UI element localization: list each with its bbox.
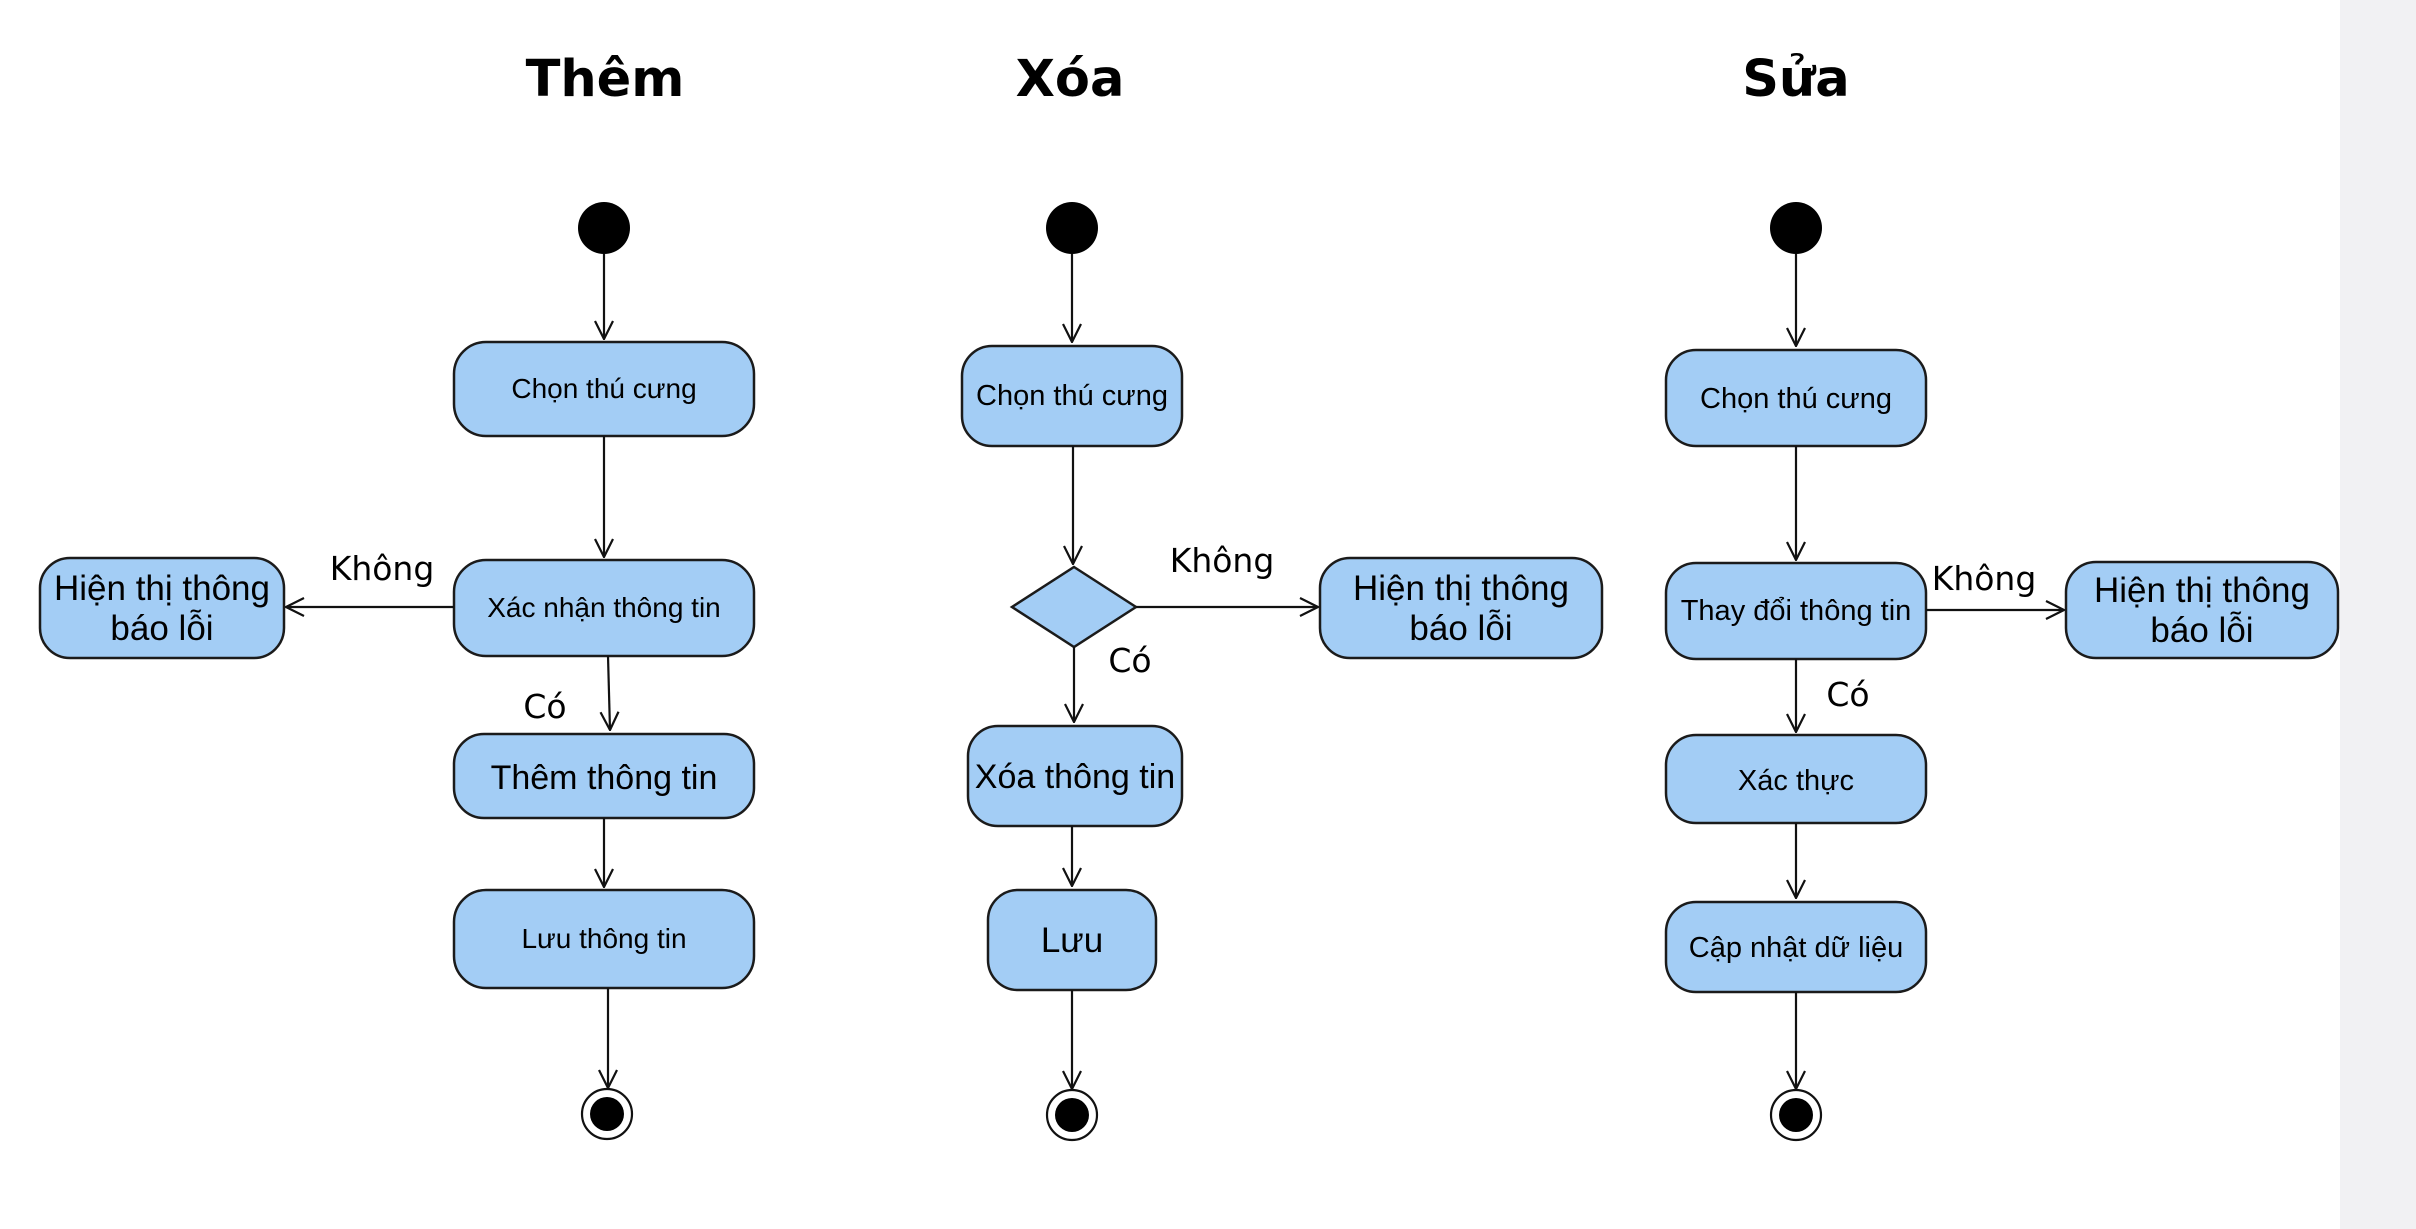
add-node-save-info[interactable]: Lưu thông tin: [452, 888, 756, 990]
delete-flow: Chọn thú cưng Không Hiện thị thông báo l…: [960, 202, 1604, 1142]
delete-error-label-line2: báo lỗi: [1409, 609, 1512, 648]
edit-node-update-data[interactable]: Cập nhật dữ liệu: [1664, 900, 1928, 994]
add-initial-node: [578, 202, 630, 254]
add-edge-label-no: Không: [330, 549, 435, 588]
edit-edge-label-no: Không: [1932, 559, 2037, 598]
edit-node-verify[interactable]: Xác thực: [1664, 733, 1928, 825]
edit-select-pet-label: Chọn thú cưng: [1700, 383, 1892, 415]
delete-select-pet-label: Chọn thú cưng: [976, 380, 1168, 412]
canvas-side-panel: [2340, 0, 2416, 1229]
add-edge-label-yes: Có: [523, 687, 566, 726]
delete-error-label-line1: Hiện thị thông: [1353, 569, 1569, 608]
edit-change-info-label: Thay đổi thông tin: [1681, 595, 1912, 627]
delete-edge-label-no: Không: [1170, 541, 1275, 580]
title-add: Thêm: [526, 50, 685, 109]
add-final-node: [580, 1087, 634, 1141]
add-add-info-label: Thêm thông tin: [491, 759, 718, 797]
add-error-label-line2: báo lỗi: [110, 609, 213, 648]
delete-node-select-pet[interactable]: Chọn thú cưng: [960, 344, 1184, 448]
delete-node-delete-info[interactable]: Xóa thông tin: [966, 724, 1184, 828]
activity-diagram: Thêm Xóa Sửa Chọn thú cưng Xác nhận thôn…: [38, 50, 2340, 1142]
delete-save-label: Lưu: [1041, 921, 1103, 960]
delete-delete-info-label: Xóa thông tin: [975, 758, 1175, 796]
edit-error-label-line2: báo lỗi: [2150, 611, 2253, 650]
delete-node-error[interactable]: Hiện thị thông báo lỗi: [1318, 556, 1604, 660]
edit-verify-label: Xác thực: [1738, 765, 1854, 797]
edit-node-error[interactable]: Hiện thị thông báo lỗi: [2064, 560, 2340, 660]
title-delete: Xóa: [1016, 50, 1125, 109]
add-edge-confirm-add: [608, 655, 610, 730]
edit-update-data-label: Cập nhật dữ liệu: [1689, 932, 1904, 964]
add-save-info-label: Lưu thông tin: [521, 923, 686, 954]
edit-initial-node: [1770, 202, 1822, 254]
delete-final-node: [1045, 1088, 1099, 1142]
add-node-select-pet[interactable]: Chọn thú cưng: [452, 340, 756, 438]
delete-decision-node: [1009, 565, 1139, 649]
edit-edge-label-yes: Có: [1826, 675, 1869, 714]
add-node-add-info[interactable]: Thêm thông tin: [452, 732, 756, 820]
add-flow: Chọn thú cưng Xác nhận thông tin Không H…: [38, 202, 756, 1141]
delete-node-save[interactable]: Lưu: [986, 888, 1158, 992]
delete-edge-label-yes: Có: [1108, 641, 1151, 680]
edit-flow: Chọn thú cưng Thay đổi thông tin Không H…: [1664, 202, 2340, 1142]
add-confirm-info-label: Xác nhận thông tin: [487, 592, 721, 623]
delete-initial-node: [1046, 202, 1098, 254]
add-error-label-line1: Hiện thị thông: [54, 569, 270, 608]
add-select-pet-label: Chọn thú cưng: [511, 373, 696, 404]
edit-node-change-info[interactable]: Thay đổi thông tin: [1664, 561, 1928, 661]
add-node-confirm-info[interactable]: Xác nhận thông tin: [452, 558, 756, 658]
edit-node-select-pet[interactable]: Chọn thú cưng: [1664, 348, 1928, 448]
edit-error-label-line1: Hiện thị thông: [2094, 571, 2310, 610]
add-node-error[interactable]: Hiện thị thông báo lỗi: [38, 556, 286, 660]
edit-final-node: [1769, 1088, 1823, 1142]
title-edit: Sửa: [1742, 50, 1849, 109]
